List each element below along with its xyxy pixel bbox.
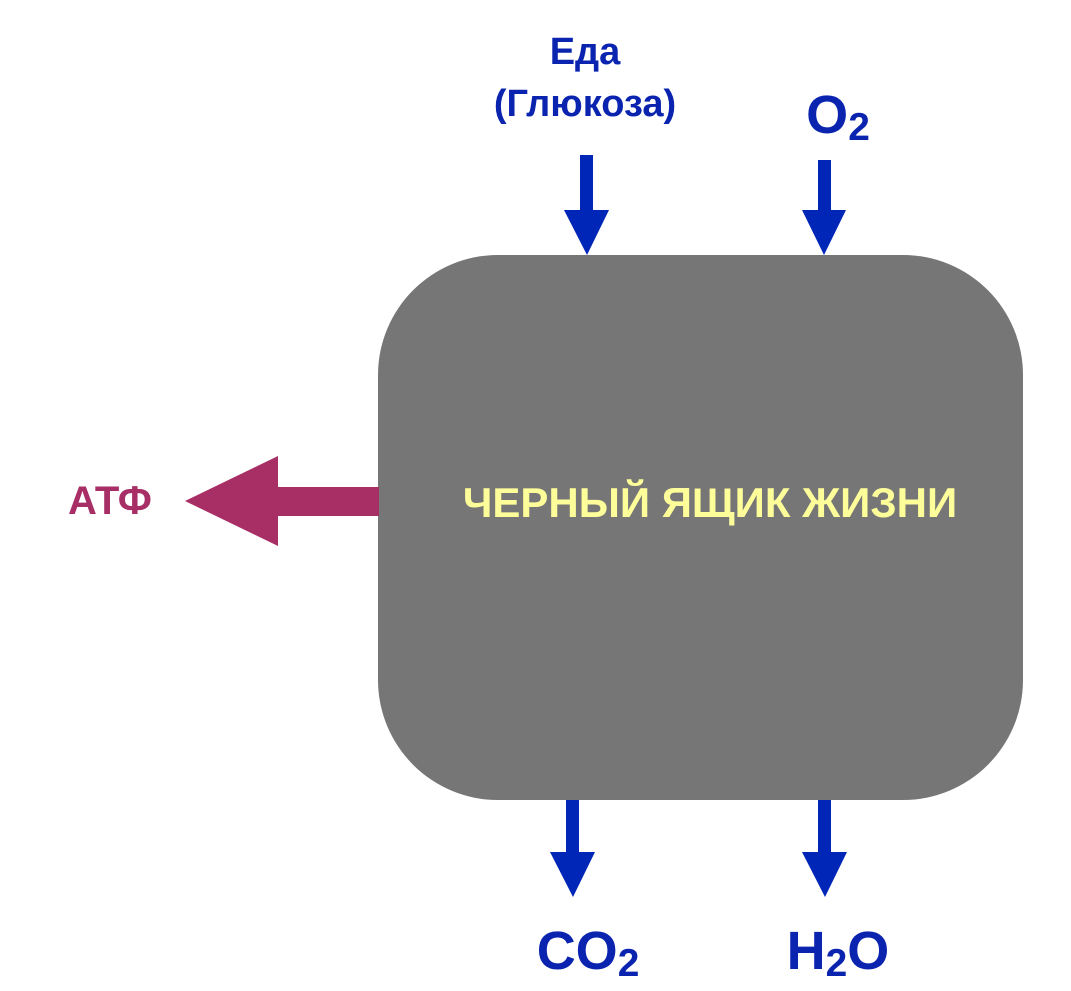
atf-label: АТФ	[68, 479, 152, 523]
h2o-output-arrow	[802, 800, 847, 897]
food-input-arrow	[564, 155, 609, 255]
h2o-label-post: O	[847, 921, 890, 981]
oxygen-label: O2	[806, 85, 870, 147]
food-glucose-label: Еда (Глюкоза)	[494, 26, 676, 130]
atf-output-arrow	[185, 456, 379, 546]
food-label-line1: Еда	[549, 31, 621, 73]
h2o-label: H2O	[786, 921, 890, 983]
h2o-label-subscript: 2	[825, 941, 848, 985]
food-label-line2: (Глюкоза)	[493, 83, 677, 125]
co2-output-arrow	[550, 800, 595, 897]
black-box-label: ЧЕРНЫЙ ЯЩИК ЖИЗНИ	[462, 479, 958, 526]
co2-label-subscript: 2	[617, 941, 640, 985]
co2-label: CO2	[536, 921, 640, 983]
black-box	[378, 255, 1023, 800]
oxygen-input-arrow	[802, 160, 846, 255]
oxygen-label-subscript: 2	[848, 105, 870, 149]
h2o-label-pre: H	[786, 921, 826, 981]
co2-label-main: CO	[536, 921, 618, 981]
oxygen-label-main: O	[806, 85, 849, 145]
